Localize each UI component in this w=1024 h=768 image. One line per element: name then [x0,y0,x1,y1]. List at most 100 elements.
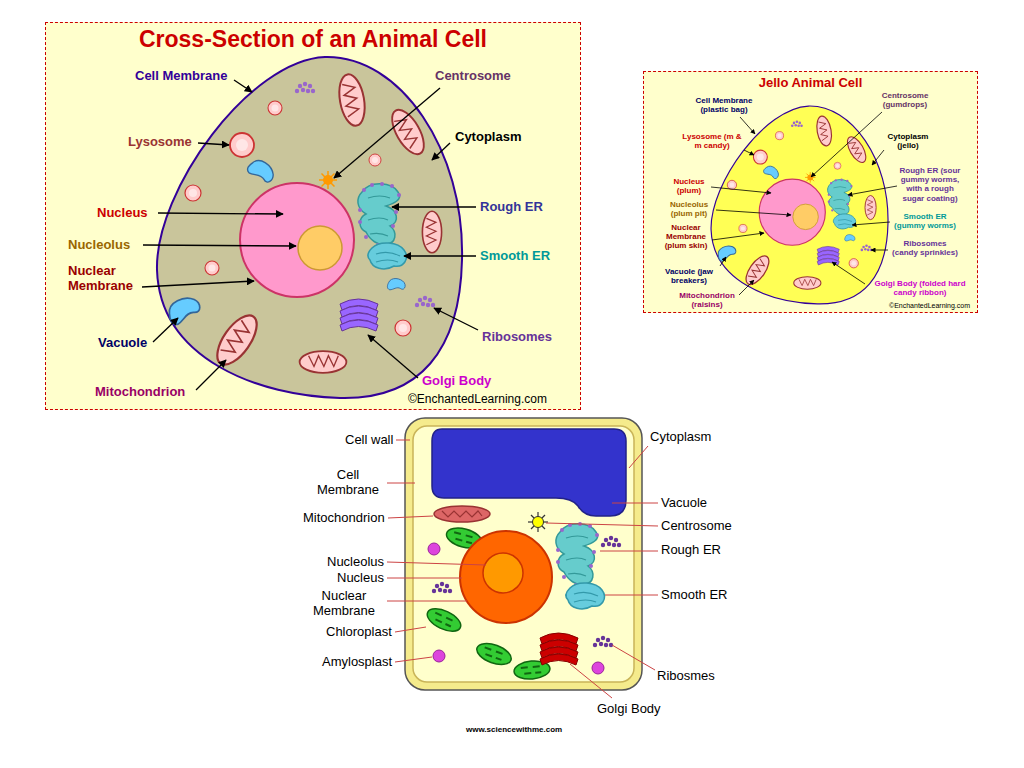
leader-lines [811,112,882,177]
leader-lines [404,255,476,256]
organelle-label: Nuclear Membrane (plum skin) [662,223,710,251]
leader-lines [852,222,890,225]
organelle-label: Smooth ER [661,588,727,603]
organelle-label: Vacuole (jaw breakers) [660,267,718,285]
leader-lines [570,664,612,698]
organelle-label: Nucleus [337,571,384,586]
organelle-label: Cell Membrane [135,69,227,84]
plant-cell-drawing [474,639,514,668]
animal-cell-drawing [157,57,462,398]
organelle-label: Lysosome [128,135,192,150]
organelle-label: Cytoplasm (jello) [883,132,933,150]
organelle-label: Golgi Body (folded hard candy ribbon) [867,279,973,297]
organelle-label: Rough ER (sour gummy worms, with a rough… [899,166,961,203]
plant-cell-drawing [531,515,545,529]
leader-lines [387,440,658,698]
plant-cell-drawing [483,553,523,593]
organelle-label: Amylosplast [322,655,392,670]
plant-cell-drawing [531,515,545,529]
organelle-label: Nuclear Membrane [68,264,144,294]
panel-title: Cross-Section of an Animal Cell [46,23,580,54]
leader-lines [395,657,432,662]
leader-lines [395,627,426,632]
leader-lines [711,187,771,193]
credit-text: ©EnchantedLearning.com [889,302,970,310]
organelle-label: Golgi Body [597,702,661,717]
leader-lines [334,88,440,178]
leader-lines [600,551,658,552]
organelle-label: Cell Membrane [312,468,384,498]
plant-cell-drawing [434,506,490,522]
organelle-label: Centrosome [661,519,732,534]
organelle-label: Nucleus [97,206,148,221]
organelle-label: Centrosome (gumdrops) [875,91,935,109]
plant-cell-drawing [592,662,604,674]
panel-ground [643,71,978,313]
organelle-label: Mitochondrion (raisins) [677,291,737,309]
leader-lines [720,257,726,266]
leader-lines [848,186,897,195]
leader-lines [629,446,648,468]
organelle-label: Nuclear Membrane [304,589,384,619]
plant-cell-drawing [528,512,548,532]
leader-lines [387,483,415,484]
leader-lines [871,250,888,251]
leader-lines [396,440,410,441]
leader-lines [387,562,486,565]
organelle-label: Ribosomes [482,330,552,345]
organelle-label: Nucleus (plum) [669,177,709,195]
panel-title: Jello Animal Cell [644,72,977,91]
panel-ground [45,22,581,410]
leader-lines [832,262,865,284]
plant-cell-drawing [460,531,552,623]
organelle-label: Centrosome [435,69,511,84]
organelle-label: Nucleolus [327,555,384,570]
plant-cell-drawing [433,650,445,662]
plant-cell-drawing [601,536,621,547]
organelle-label: Mitochondrion [303,511,385,526]
leader-lines [744,150,754,155]
leader-lines [392,206,476,207]
plant-cell-drawing [540,633,578,665]
plant-cell-drawing [533,517,544,528]
organelle-label: Lysosome (m & m candy) [682,132,742,150]
plant-cell-drawing [424,604,464,636]
organelle-label: Mitochondrion [95,385,185,400]
leader-lines [234,80,252,92]
plant-cell-drawing [442,511,482,517]
plant-cell-drawing [556,522,604,609]
leader-lines [368,335,418,378]
leader-lines [740,117,755,134]
organelle-label: Cell Membrane (plastic bag) [693,96,755,114]
leader-lines [198,143,229,145]
organelle-label: Ribosmes [657,669,715,684]
leader-lines [143,245,296,246]
plant-cell-drawing [432,582,452,593]
organelle-label: Rough ER [480,200,543,215]
plant-cell-drawing [405,418,642,690]
organelle-label: Cytoplasm [650,430,711,445]
leader-lines [142,281,254,287]
leader-lines [432,143,450,160]
organelle-label: Rough ER [661,543,721,558]
organelle-label: Smooth ER [480,249,550,264]
leader-lines [739,280,754,295]
leader-lines [716,210,791,215]
leader-lines [158,213,283,214]
organelle-label: Cytoplasm [455,130,521,145]
leader-lines [612,503,658,504]
organelle-label: Nucleolus [68,238,130,253]
leader-lines [546,523,658,526]
organelle-label: Chloroplast [326,625,392,640]
leader-lines [153,318,178,342]
organelle-label: Golgi Body [422,374,491,389]
plant-cell-drawing [528,512,548,532]
organelle-label: Ribosomes (candy sprinkles) [890,239,960,257]
leader-lines [605,595,658,596]
leader-lines [142,80,478,390]
plant-cell-drawing [432,429,626,516]
credit-text: www.sciencewithme.com [466,725,562,734]
plant-cell-drawing [405,418,642,690]
